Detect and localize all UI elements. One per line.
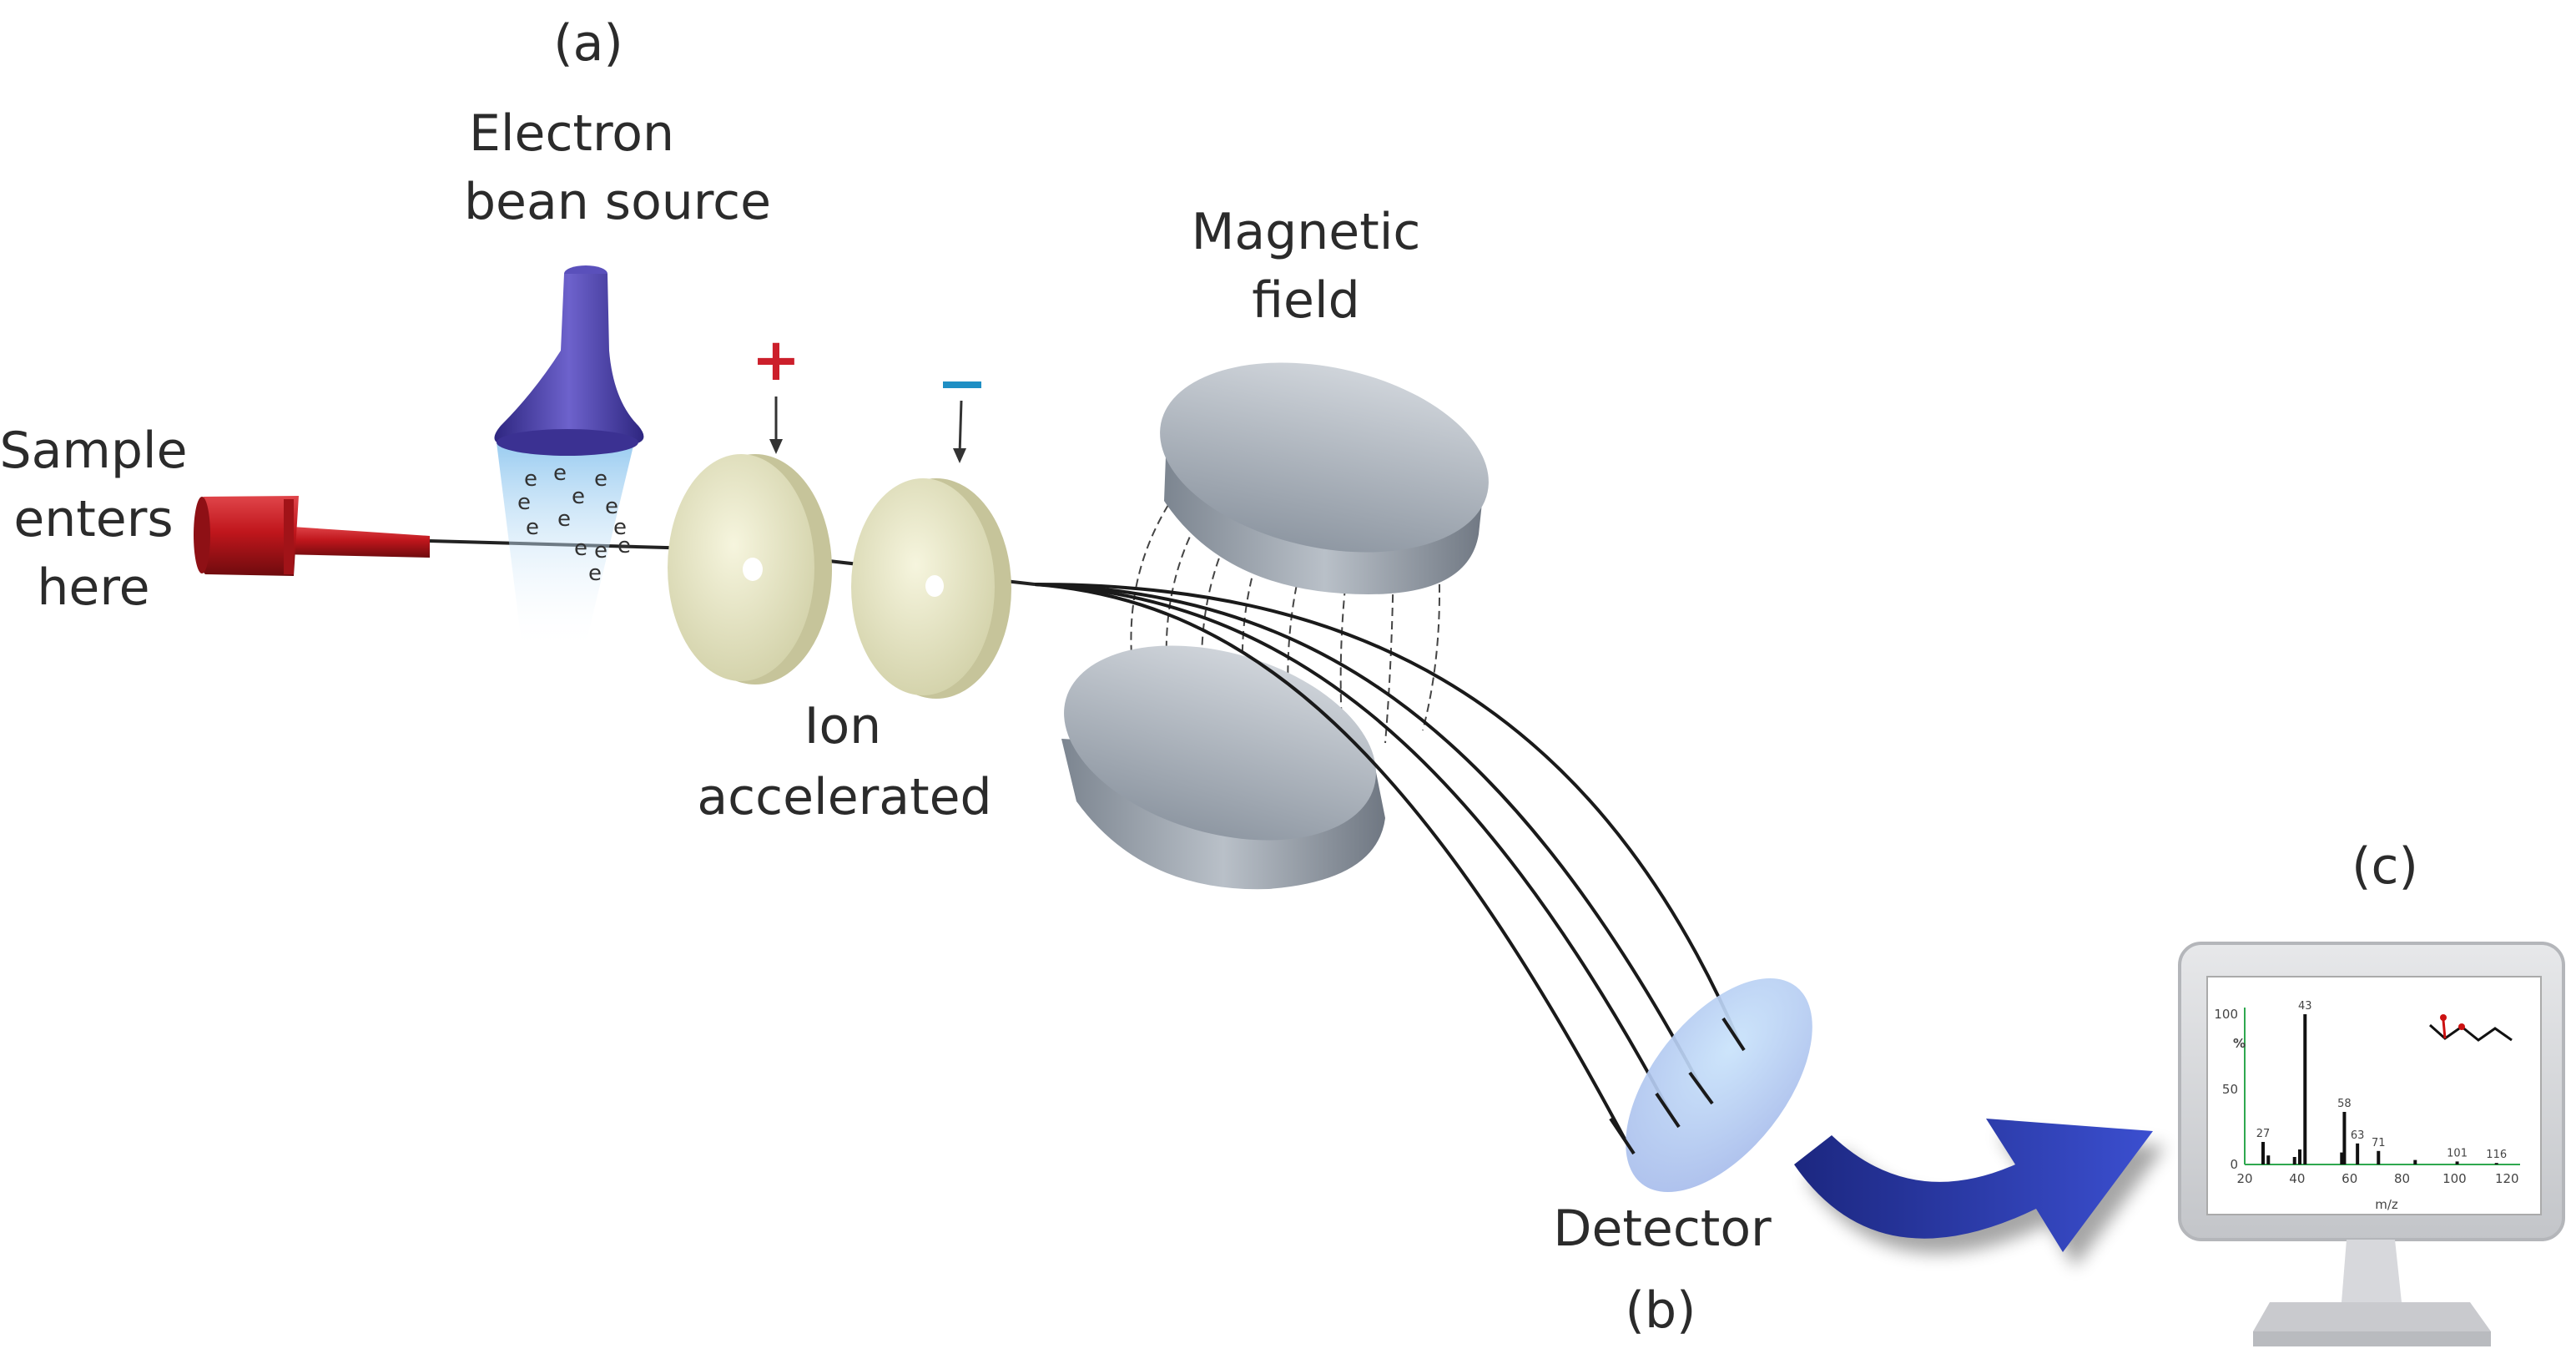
negative-plate: [851, 478, 1011, 699]
minus-sign: [943, 381, 981, 388]
label-ion-1: Ion: [804, 697, 881, 755]
electron: e: [524, 467, 537, 492]
electron: e: [557, 507, 571, 532]
electron: e: [574, 536, 587, 561]
molecule-structure: [2429, 1014, 2513, 1042]
label-sample-1: Sample: [0, 422, 187, 480]
spectrum-peak-label: 63: [2351, 1129, 2365, 1142]
minus-arrow: [958, 400, 963, 456]
output-arrow: [1794, 1119, 2165, 1267]
label-sample-3: here: [37, 558, 149, 617]
plus-sign: +: [752, 326, 801, 394]
spectrum-peak-label: 101: [2447, 1147, 2468, 1159]
label-part-c: (c): [2352, 837, 2418, 896]
electron: e: [572, 484, 585, 509]
minus-arrow-head: [953, 448, 966, 463]
spectrum-y-tick: 50: [2222, 1082, 2238, 1097]
electron: e: [594, 538, 607, 563]
electron: e: [526, 515, 539, 540]
spectrum-y-tick: 0: [2230, 1157, 2238, 1172]
label-electron-source-2: bean source: [464, 173, 771, 231]
sample-injector: [194, 496, 430, 576]
label-part-a: (a): [553, 14, 623, 73]
electron: e: [613, 515, 627, 540]
lower-magnet: [1061, 645, 1385, 890]
spectrum-peak-label: 43: [2298, 1000, 2312, 1013]
electrons: e e e e e e e e e e e e e: [517, 461, 631, 586]
electron: e: [605, 494, 618, 519]
label-electron-source-1: Electron: [469, 104, 674, 163]
electron: e: [594, 467, 607, 492]
electron-beam-source: [494, 265, 644, 651]
spectrum-y-tick: 100: [2214, 1007, 2238, 1022]
label-sample-2: enters: [13, 490, 173, 548]
electron: e: [618, 533, 631, 558]
electron: e: [553, 461, 567, 486]
spectrum-peak-label: 58: [2337, 1098, 2352, 1110]
spectrum-x-tick: 40: [2289, 1171, 2305, 1186]
spectrum-y-label: %: [2233, 1036, 2246, 1051]
ion-trajectories: [1034, 583, 1742, 1144]
spectrum-x-tick: 80: [2394, 1171, 2410, 1186]
label-magnetic-2: field: [1252, 271, 1359, 330]
upper-magnet: [1160, 362, 1489, 594]
label-magnetic-1: Magnetic: [1192, 203, 1421, 261]
spectrum-x-tick: 20: [2236, 1171, 2252, 1186]
computer-monitor: [2178, 942, 2565, 1346]
plus-arrow-head: [769, 439, 783, 454]
detector: [1626, 977, 1812, 1193]
spectrum-x-tick: 60: [2342, 1171, 2357, 1186]
electron: e: [588, 561, 602, 586]
electron: e: [517, 490, 531, 515]
label-ion-2: accelerated: [697, 768, 991, 826]
spectrum-x-tick: 120: [2495, 1171, 2519, 1186]
label-detector: Detector: [1553, 1200, 1772, 1258]
trajectory-ends: [1609, 1017, 1746, 1155]
spectrum-peak-label: 71: [2372, 1137, 2386, 1149]
spectrum-x-label: m/z: [2375, 1197, 2398, 1212]
mass-spectrum-chart: 100 50 020 40 60 80 100 120 27 43 58 63 71 101 116 % m…: [2214, 1000, 2520, 1212]
spectrum-peak-label: 27: [2256, 1128, 2271, 1140]
spectrum-x-tick: 100: [2442, 1171, 2467, 1186]
spectrum-peak-label: 116: [2486, 1149, 2507, 1161]
positive-plate: [668, 454, 832, 684]
label-part-b: (b): [1626, 1281, 1696, 1340]
